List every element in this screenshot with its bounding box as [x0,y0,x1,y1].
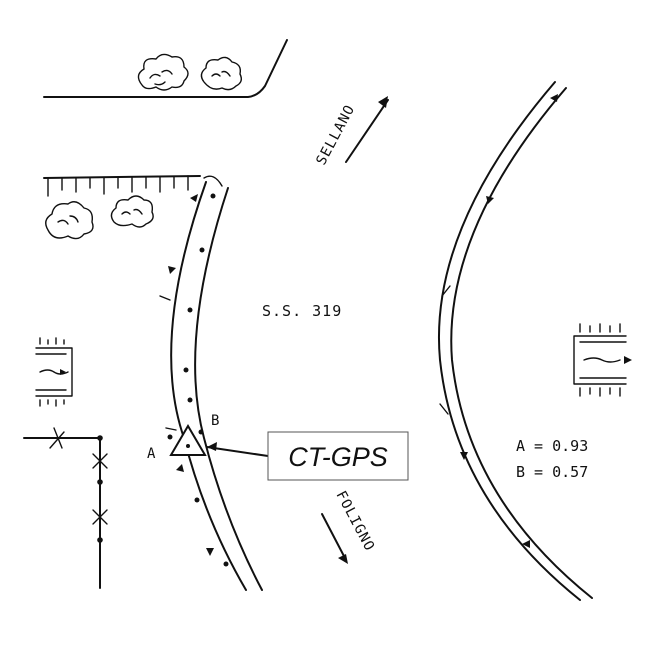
point-b-label: B [211,413,219,429]
side-ticks [159,295,177,431]
direction-south-label: FOLIGNO [332,488,377,554]
leader-arrow [206,442,269,457]
arrow-north-icon [345,96,389,163]
road-label: S.S. 319 [262,302,342,320]
direction-north-label: SELLANO [313,102,358,168]
point-a-label: A [147,446,156,462]
left-road-curve [170,175,263,591]
bush-icon [110,195,154,228]
fence-boundary [23,427,108,589]
embankment-hatch [43,175,201,197]
ct-gps-label-box: CT-GPS [267,431,409,481]
right-tick-marks [460,94,558,548]
arrow-south-icon [321,513,348,564]
bush-icon [45,201,94,240]
centre-line-dots [183,193,229,567]
ct-gps-station-marker [167,424,207,456]
ct-gps-label: CT-GPS [288,442,388,472]
bush-icon [137,53,189,91]
bush-icon [200,56,243,91]
right-road-curve [438,81,593,601]
culvert-left-icon [35,337,73,407]
culvert-right-icon [573,323,632,397]
tick-marks [168,194,214,556]
top-road-corner [43,39,288,98]
right-side-ticks [439,285,451,415]
value-a-line: A = 0.93 [516,437,588,455]
value-b-line: B = 0.57 [516,463,588,481]
